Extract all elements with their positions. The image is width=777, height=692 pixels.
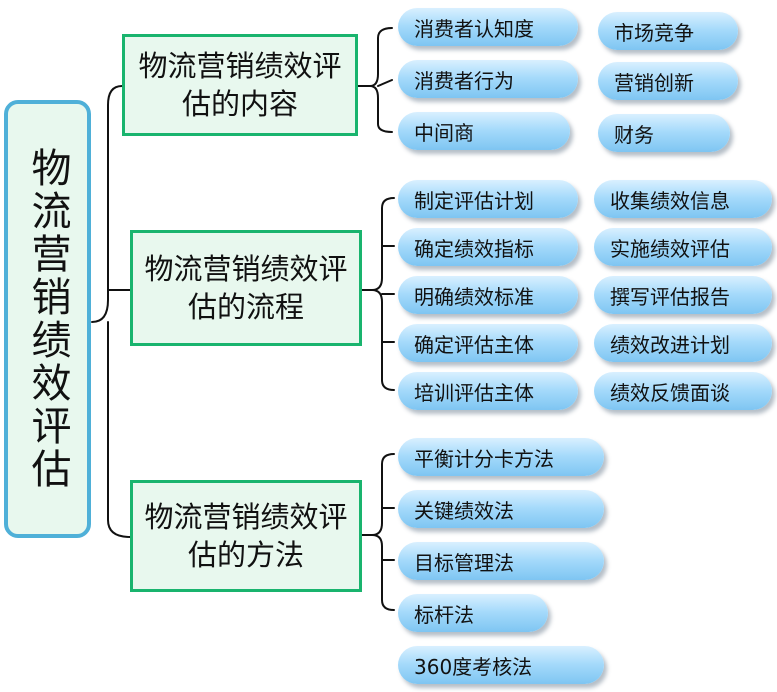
process-bracket-connector bbox=[361, 197, 395, 391]
root-node: 物流营销绩效评估 bbox=[4, 100, 91, 538]
category-process: 物流营销绩效评估的流程 bbox=[130, 230, 362, 346]
item-collect-info: 收集绩效信息 bbox=[594, 180, 772, 218]
item-benchmarking: 标杆法 bbox=[398, 594, 548, 632]
item-finance: 财务 bbox=[598, 114, 730, 152]
item-kpi-method: 关键绩效法 bbox=[398, 490, 604, 528]
item-clarify-standards: 明确绩效标准 bbox=[398, 276, 578, 314]
item-consumer-awareness: 消费者认知度 bbox=[398, 8, 578, 46]
item-improvement-plan: 绩效改进计划 bbox=[594, 324, 772, 362]
item-determine-subject: 确定评估主体 bbox=[398, 324, 578, 362]
root-title: 物流营销绩效评估 bbox=[24, 147, 71, 491]
item-market-competition: 市场竞争 bbox=[598, 12, 738, 50]
content-bracket-connector bbox=[357, 27, 393, 133]
root-to-categories-connector bbox=[91, 85, 131, 538]
method-bracket-connector bbox=[361, 453, 395, 611]
item-write-report: 撰写评估报告 bbox=[594, 276, 772, 314]
item-marketing-innovation: 营销创新 bbox=[598, 62, 738, 100]
item-feedback-interview: 绩效反馈面谈 bbox=[594, 372, 772, 410]
item-set-indicators: 确定绩效指标 bbox=[398, 228, 578, 266]
item-balanced-scorecard: 平衡计分卡方法 bbox=[398, 438, 604, 476]
item-implement-evaluation: 实施绩效评估 bbox=[594, 228, 772, 266]
item-intermediary: 中间商 bbox=[398, 112, 570, 150]
item-make-plan: 制定评估计划 bbox=[398, 180, 578, 218]
category-methods: 物流营销绩效评估的方法 bbox=[130, 480, 362, 592]
item-train-subject: 培训评估主体 bbox=[398, 372, 578, 410]
category-content: 物流营销绩效评估的内容 bbox=[122, 34, 358, 136]
item-mbo-method: 目标管理法 bbox=[398, 542, 604, 580]
item-360-evaluation: 360度考核法 bbox=[398, 646, 604, 684]
item-consumer-behavior: 消费者行为 bbox=[398, 60, 578, 98]
